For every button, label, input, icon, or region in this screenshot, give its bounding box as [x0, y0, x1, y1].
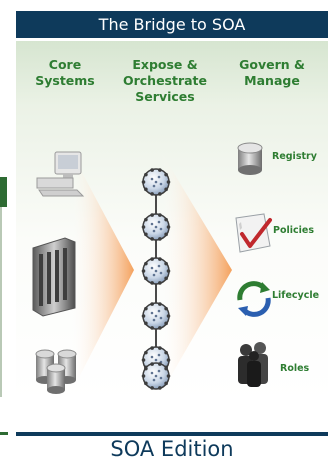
govern-item-lifecycle: Lifecycle: [272, 290, 320, 301]
govern-item-roles: Roles: [280, 363, 310, 374]
desktop-computer-icon: [36, 151, 85, 197]
left-edge-footer-tab: [0, 432, 8, 435]
left-funnel: [70, 150, 134, 395]
service-gear-icon: [141, 257, 171, 285]
govern-item-policies: Policies: [273, 225, 314, 236]
govern-item-registry: Registry: [272, 151, 317, 162]
cycle-arrows-icon: [237, 281, 271, 317]
column-header-govern-manage: Govern & Manage: [239, 57, 305, 88]
column-header-expose-orchestrate: Expose & Orchestrate Services: [122, 57, 208, 104]
right-funnel: [160, 150, 232, 395]
left-edge-tab: [0, 177, 7, 207]
service-gear-icon: [141, 302, 171, 330]
database-cylinders-icon: [35, 349, 77, 394]
left-edge-line: [0, 207, 2, 397]
service-gear-icon: [141, 362, 171, 390]
service-gear-icon: [141, 213, 171, 241]
service-gear-icon: [141, 168, 171, 196]
footer-rule: [16, 432, 328, 436]
diagram-title: The Bridge to SOA: [16, 11, 328, 38]
people-icon: [238, 342, 268, 387]
checkmark-icon: [235, 213, 272, 253]
column-header-core-systems: Core Systems: [35, 57, 95, 88]
footer-title: SOA Edition: [110, 437, 234, 461]
server-tower-icon: [32, 237, 76, 317]
registry-cylinder-icon: [237, 142, 263, 175]
